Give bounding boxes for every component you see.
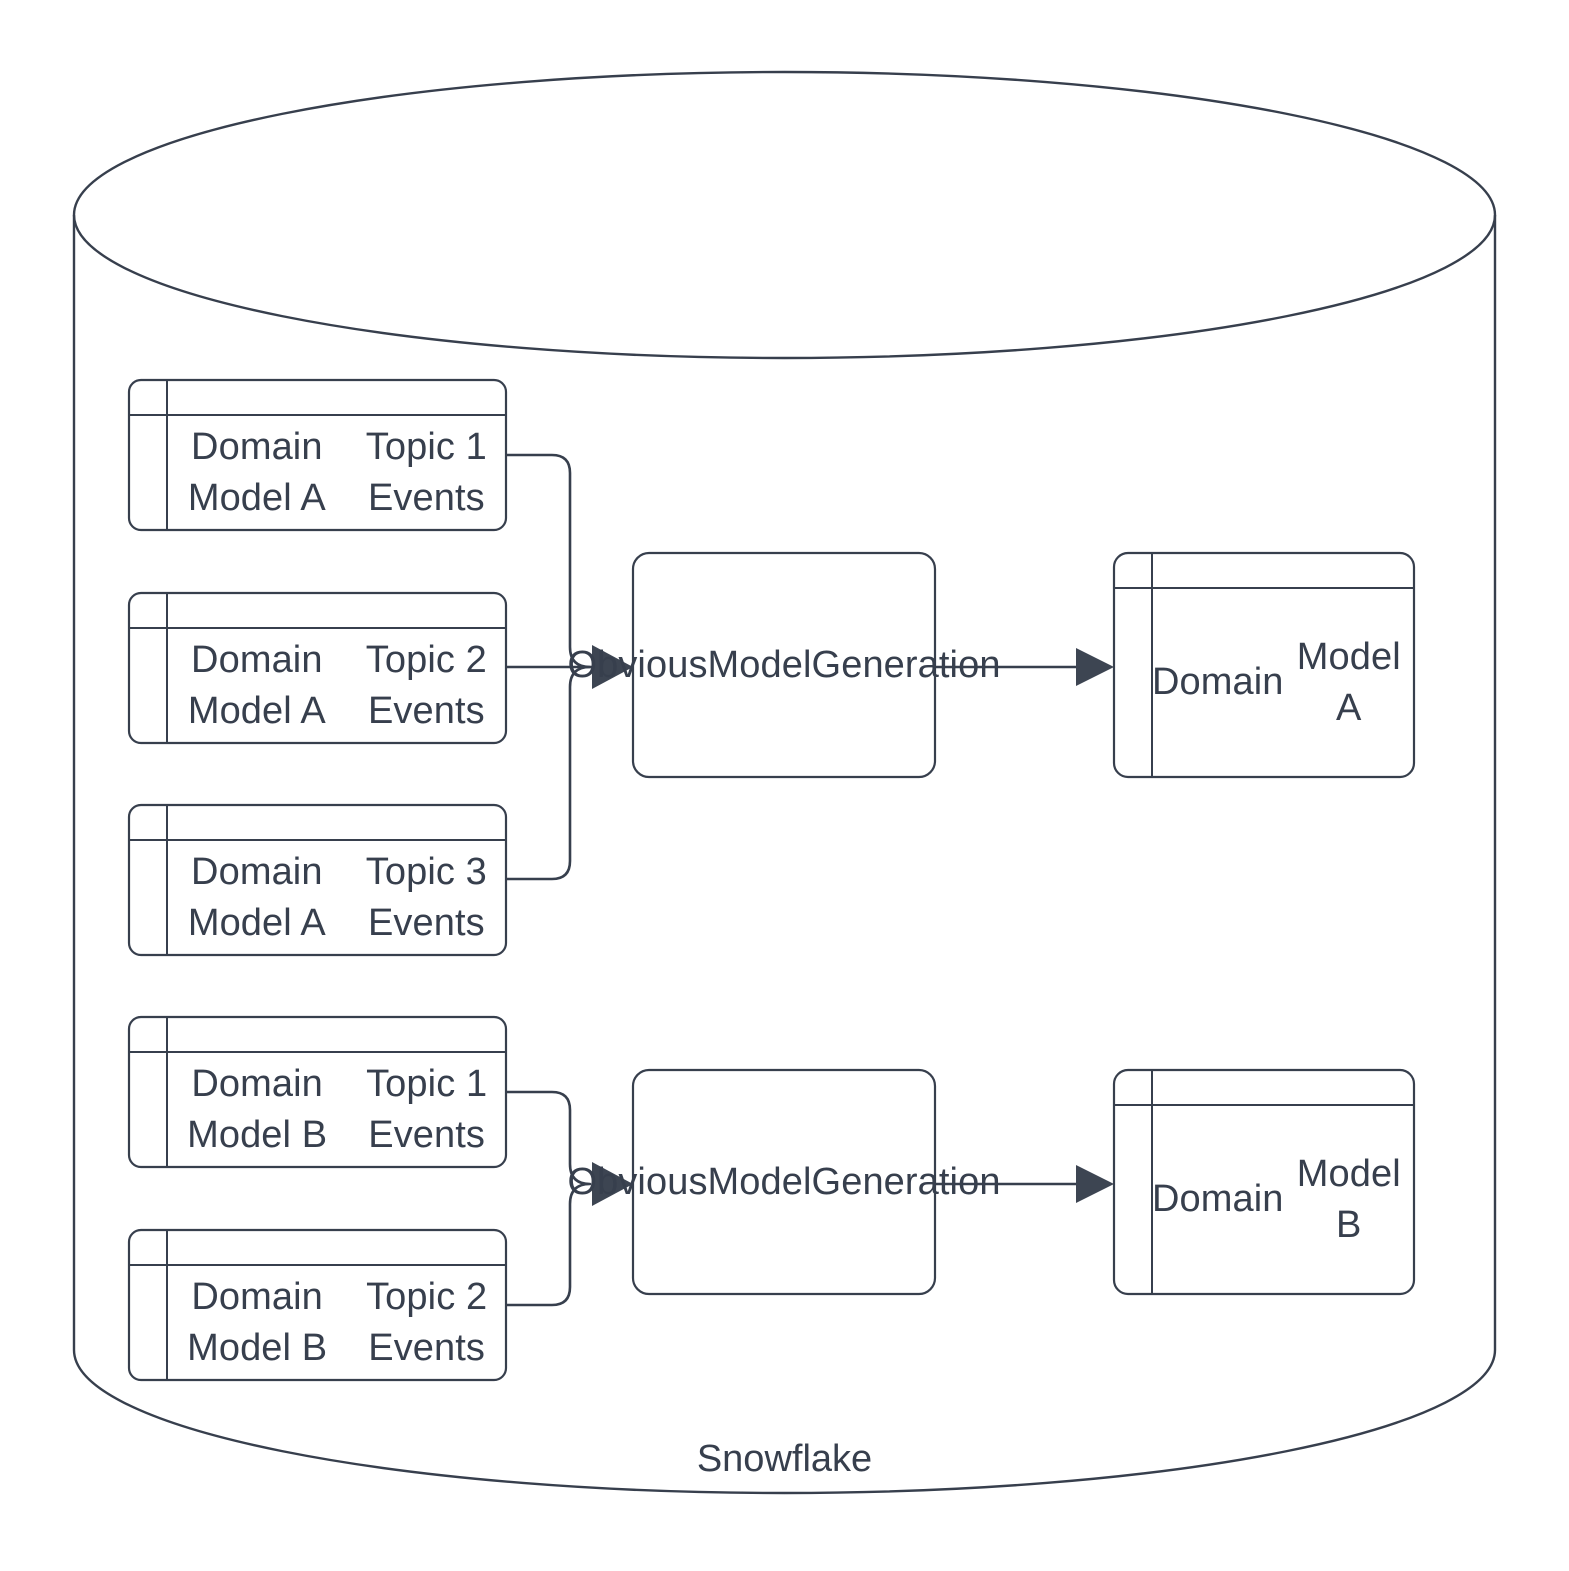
flow-line <box>506 1090 572 1164</box>
flow-b-topic2 <box>506 1204 572 1307</box>
table-outline <box>1112 1068 1416 1296</box>
cylinder-label-snowflake: Snowflake <box>696 1438 873 1480</box>
process-outline <box>631 1068 937 1296</box>
table-outline <box>127 1015 508 1169</box>
flow-merge-b <box>568 1163 592 1205</box>
process-outline <box>631 551 937 779</box>
table-node-b-topic-2[interactable] <box>127 1228 508 1382</box>
flow-merge-a <box>568 646 592 688</box>
table-outline <box>127 378 508 532</box>
table-outline <box>127 591 508 745</box>
flow-omg-a-to-model-a <box>935 648 1114 686</box>
cylinder-bottom-arc <box>72 1349 1497 1495</box>
process-node-omg-b[interactable] <box>631 1068 937 1296</box>
table-outline <box>127 1228 508 1382</box>
table-outline <box>127 803 508 957</box>
table-node-a-topic-3[interactable] <box>127 803 508 957</box>
arrowhead-model-a <box>1076 648 1114 686</box>
flow-line <box>506 1204 572 1307</box>
arrowhead-omg-a <box>592 645 633 689</box>
cylinder-top-ellipse <box>72 70 1497 360</box>
process-node-omg-a[interactable] <box>631 551 937 779</box>
table-outline <box>1112 551 1416 779</box>
table-node-a-topic-1[interactable] <box>127 378 508 532</box>
flow-omg-b-to-model-b <box>935 1165 1114 1203</box>
snowflake-cylinder <box>72 70 1497 1495</box>
arrowhead-omg-b <box>592 1162 633 1206</box>
arrowhead-model-b <box>1076 1165 1114 1203</box>
flow-b-topic1 <box>506 1090 572 1164</box>
flow-a-topic3 <box>506 687 572 881</box>
table-node-b-topic-1[interactable] <box>127 1015 508 1169</box>
table-node-a-topic-2[interactable] <box>127 591 508 745</box>
flow-line <box>506 453 572 647</box>
table-node-domain-model-a[interactable] <box>1112 551 1416 779</box>
flow-line <box>506 687 572 881</box>
flow-a-topic1 <box>506 453 572 647</box>
table-node-domain-model-b[interactable] <box>1112 1068 1416 1296</box>
